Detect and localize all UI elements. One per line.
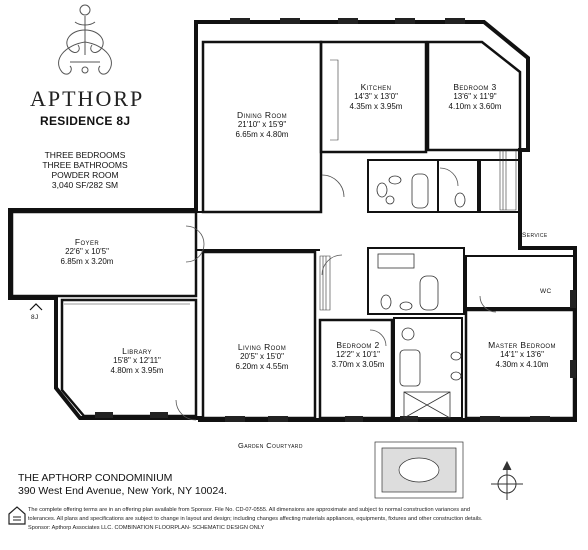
kitchen-walls [319,40,428,154]
bathroom-count: THREE BATHROOMS [42,160,128,170]
master-bedroom-label: Master Bedroom 14'1" x 13'6" 4.30m x 4.1… [488,340,556,369]
bath-upper-2 [437,159,479,213]
garden-courtyard-label: Garden Courtyard [238,441,303,450]
unit-area: 3,040 SF/282 SM [51,180,119,190]
gallery [196,211,322,251]
address: 390 West End Avenue, New York, NY 10024. [18,485,227,497]
legal-disclaimer: The complete offering terms are in an of… [28,507,483,531]
bedroom-count: THREE BEDROOMS [44,150,126,160]
bath-center [367,247,465,315]
outer-wall [8,20,577,422]
compass-rose [491,460,523,500]
residence-title: RESIDENCE 8J [40,114,131,128]
wc-label: WC [540,288,552,295]
living-room-label: Living Room 20'5" x 15'0" 6.20m x 4.55m [235,342,289,371]
bedroom2-label: Bedroom 2 12'2" x 10'1" 3.70m x 3.05m [331,340,385,369]
powder-room: POWDER ROOM [51,170,119,180]
living-room-walls [201,250,317,420]
library-label: Library 15'8" x 12'11" 4.80m x 3.95m [110,346,164,375]
entry-arrow [29,303,43,311]
entry-label: 8J [31,314,39,321]
brand-wordmark: APTHORP [30,86,145,111]
foyer-label: Foyer 22'6" x 10'5" 6.85m x 3.20m [60,237,114,266]
site-plan [374,441,464,499]
bedroom3-walls [426,40,522,152]
bedroom3-label: Bedroom 3 13'6" x 11'9" 4.10m x 3.60m [448,82,502,111]
unit-summary: THREE BEDROOMS THREE BATHROOMS POWDER RO… [30,150,140,190]
condominium-name: THE APTHORP CONDOMINIUM [18,472,173,484]
service-label: Service [522,232,548,239]
master-closet [465,255,575,309]
dining-room-label: Dining Room 21'10" x 15'9" 6.65m x 4.80m [235,110,289,139]
foyer-walls [10,210,198,298]
kitchen-label: Kitchen 14'3" x 13'0" 4.35m x 3.95m [349,82,403,111]
